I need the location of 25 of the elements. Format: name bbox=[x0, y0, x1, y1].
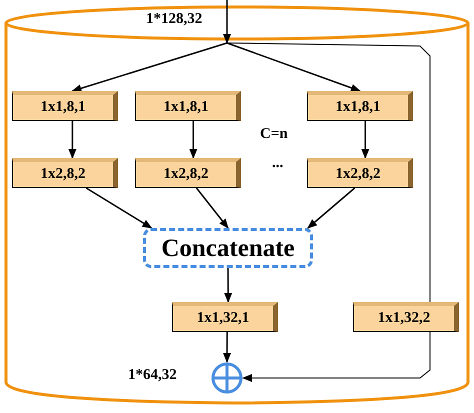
arrow bbox=[189, 121, 198, 159]
layer-block: 1x1,32,2 bbox=[353, 302, 459, 332]
input-size-label: 1*128,32 bbox=[146, 12, 202, 27]
operation-box: Concatenate bbox=[143, 228, 313, 268]
ellipsis-label: ... bbox=[272, 156, 284, 171]
layer-block: 1x2,8,2 bbox=[307, 158, 413, 188]
arrow bbox=[224, 268, 232, 303]
layer-block: 1x1,32,1 bbox=[172, 302, 278, 332]
arrow bbox=[68, 121, 76, 159]
output-size-label: 1*64,32 bbox=[128, 368, 177, 383]
arrow bbox=[71, 42, 228, 92]
layer-block: 1x2,8,2 bbox=[12, 158, 118, 188]
skip-connection-arrow bbox=[226, 42, 430, 382]
arrow bbox=[307, 187, 356, 229]
layer-block: 1x1,8,1 bbox=[135, 91, 241, 121]
branch-count-label: C=n bbox=[260, 127, 288, 142]
layer-block: 1x1,8,1 bbox=[12, 91, 118, 121]
arrow bbox=[223, 332, 232, 363]
arrow bbox=[196, 188, 229, 229]
arrow bbox=[86, 187, 152, 229]
input-arrow bbox=[223, 0, 231, 44]
layer-block: 1x1,8,1 bbox=[307, 91, 413, 121]
layer-block: 1x2,8,2 bbox=[135, 158, 241, 188]
arrow bbox=[226, 42, 361, 92]
arrow bbox=[361, 121, 370, 159]
